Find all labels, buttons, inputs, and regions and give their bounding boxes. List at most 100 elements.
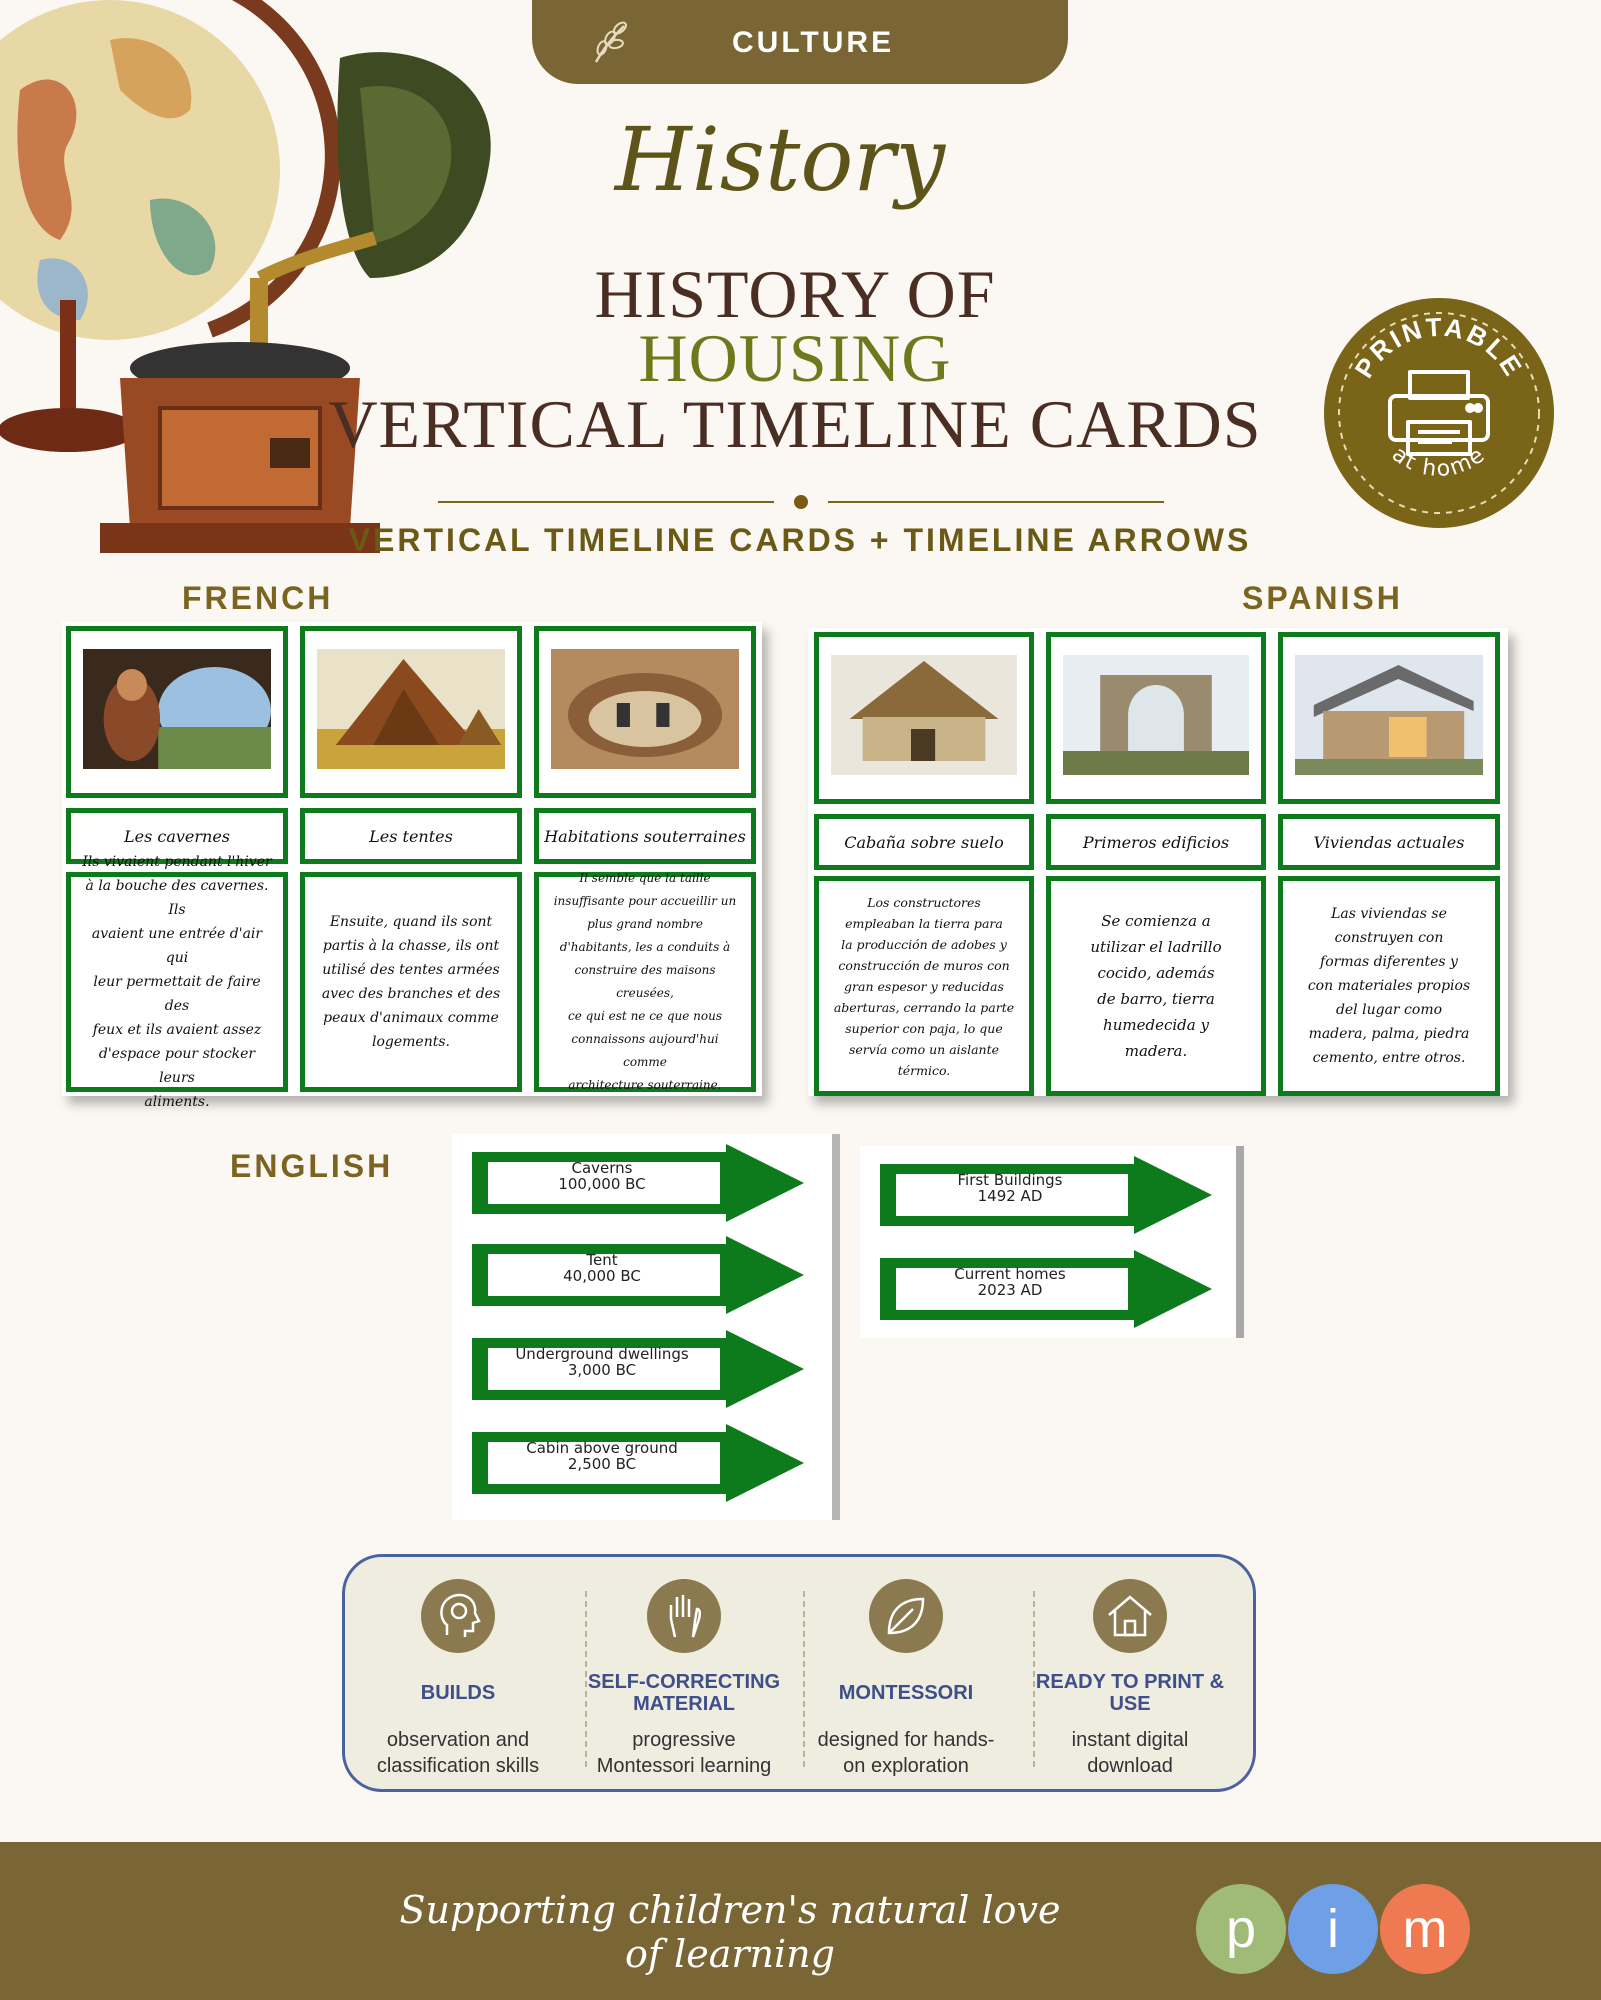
card-text-line: humedecida y — [1103, 1016, 1209, 1034]
english-label: ENGLISH — [230, 1148, 394, 1184]
feature-desc-line: instant digital — [1071, 1729, 1189, 1751]
modern-house-image — [1295, 655, 1483, 775]
card-text-line: insuffisante pour accueillir un — [553, 894, 737, 908]
card-text-line: construyen con — [1334, 930, 1444, 946]
arrow-name: Cabin above ground — [526, 1439, 678, 1457]
card-text-line: architecture souterraine. — [568, 1078, 722, 1092]
card-text-line: d'espace pour stocker leurs — [98, 1046, 256, 1086]
card-text-line: aliments. — [144, 1094, 210, 1110]
category-label: CULTURE — [732, 26, 895, 59]
card-text-line: partis à la chasse, ils ont — [322, 938, 500, 954]
spanish-label: SPANISH — [1242, 580, 1403, 616]
card-text-line: empleaban la tierra para — [845, 915, 1003, 931]
card-text-line: construire des maisons creusées, — [574, 963, 716, 1000]
card-text-line: Ils vivaient pendant l'hiver — [82, 854, 272, 870]
card-text-line: gran espesor y reducidas — [844, 978, 1004, 994]
title-line-3: VERTICAL TIMELINE CARDS — [328, 386, 1262, 462]
sprig-icon — [582, 16, 636, 70]
french-card-sheet: Les cavernes Ils vivaient pendant l'hive… — [62, 622, 762, 1110]
category-tab: CULTURE — [532, 0, 1068, 84]
french-text-card: Il semble que la taille insuffisante pou… — [534, 871, 756, 1092]
card-text-line: plus grand nombre — [587, 917, 703, 931]
feature-desc-line: observation and — [386, 1729, 530, 1751]
french-label: FRENCH — [182, 580, 334, 616]
spanish-title-card: Viviendas actuales — [1278, 814, 1500, 870]
footer-band: Supporting children's natural love of le… — [0, 1842, 1601, 2000]
footer-tagline: Supporting children's natural love of le… — [399, 1888, 1061, 1976]
title-line-1: HISTORY OF — [594, 256, 996, 332]
card-text-line: superior con paja, lo que — [845, 1020, 1003, 1036]
title-divider — [438, 494, 1164, 509]
printer-icon — [1388, 370, 1490, 456]
card-text-line: à la bouche des cavernes. Ils — [85, 878, 269, 918]
cave-dweller-image — [83, 649, 271, 769]
french-picture-card — [534, 626, 756, 798]
french-title-card: Les cavernes — [66, 808, 288, 864]
card-text-line: Se comienza a — [1101, 912, 1211, 930]
card-text-line: con materiales propios — [1307, 978, 1471, 994]
card-text-line: avec des branches et des — [321, 986, 501, 1002]
arrow-name: Underground dwellings — [515, 1345, 689, 1363]
ruins-image — [1063, 655, 1249, 775]
feature-desc-line: Montessori learning — [596, 1755, 772, 1777]
arrow-date: 40,000 BC — [563, 1267, 641, 1285]
arrow-date: 2023 AD — [977, 1281, 1043, 1299]
card-text-line: del lugar como — [1335, 1002, 1443, 1018]
card-text-line: servía como un aislante — [848, 1041, 999, 1057]
feature-separator — [585, 1591, 587, 1767]
card-text-line: d'habitants, les a conduits à — [559, 940, 731, 954]
card-text-line: formas diferentes y — [1320, 954, 1458, 970]
card-text-line: feux et ils avaient assez — [92, 1022, 262, 1038]
spanish-text-card: Los constructores empleaban la tierra pa… — [814, 876, 1034, 1096]
card-text-line: connaissons aujourd'hui comme — [571, 1032, 719, 1069]
french-text-card: Ensuite, quand ils sont partis à la chas… — [300, 872, 522, 1092]
feature-montessori: MONTESSORI designed for hands-on explora… — [793, 1569, 1019, 1783]
card-text-line: Ensuite, quand ils sont — [329, 914, 493, 930]
tent-image — [317, 649, 505, 769]
logo-letter-p: p — [1196, 1884, 1286, 1974]
card-text-line: construcción de muros con — [838, 957, 1010, 973]
arrow-date: 100,000 BC — [558, 1175, 646, 1193]
spanish-card-sheet: Cabaña sobre suelo Los constructores emp… — [808, 628, 1508, 1096]
card-text-line: utilisé des tentes armées — [322, 962, 500, 978]
card-text-line: utilizar el ladrillo — [1090, 938, 1222, 956]
hut-image — [831, 655, 1017, 775]
card-text-line: cocido, además — [1097, 964, 1215, 982]
card-text-line: leur permettait de faire des — [93, 974, 261, 1014]
card-text-line: cemento, entre otros. — [1312, 1050, 1466, 1066]
feature-title: MONTESSORI — [838, 1682, 974, 1704]
spanish-text-card: Las viviendas se construyen con formas d… — [1278, 876, 1500, 1096]
feature-separator — [803, 1591, 805, 1767]
arrow-date: 3,000 BC — [567, 1361, 637, 1379]
underground-dwelling-image — [551, 649, 739, 769]
script-title: History — [614, 108, 946, 211]
feature-desc-line: classification skills — [376, 1755, 540, 1777]
card-text-line: Il semble que la taille — [579, 871, 711, 885]
feature-desc-line: progressive — [632, 1729, 736, 1751]
spanish-title-card: Primeros edificios — [1046, 814, 1266, 870]
globe-illustration — [0, 0, 360, 520]
logo-letter-i: i — [1288, 1884, 1378, 1974]
house-icon — [1093, 1579, 1167, 1653]
spanish-picture-card — [814, 632, 1034, 804]
card-text-line: logements. — [372, 1034, 450, 1050]
brain-head-icon — [421, 1579, 495, 1653]
card-text-line: madera, palma, piedra — [1308, 1026, 1470, 1042]
french-title-card: Les tentes — [300, 808, 522, 864]
french-picture-card — [66, 626, 288, 798]
french-picture-card — [300, 626, 522, 798]
card-text-line: Las viviendas se — [1331, 906, 1447, 922]
french-text-card: Ils vivaient pendant l'hiver à la bouche… — [66, 854, 288, 1110]
